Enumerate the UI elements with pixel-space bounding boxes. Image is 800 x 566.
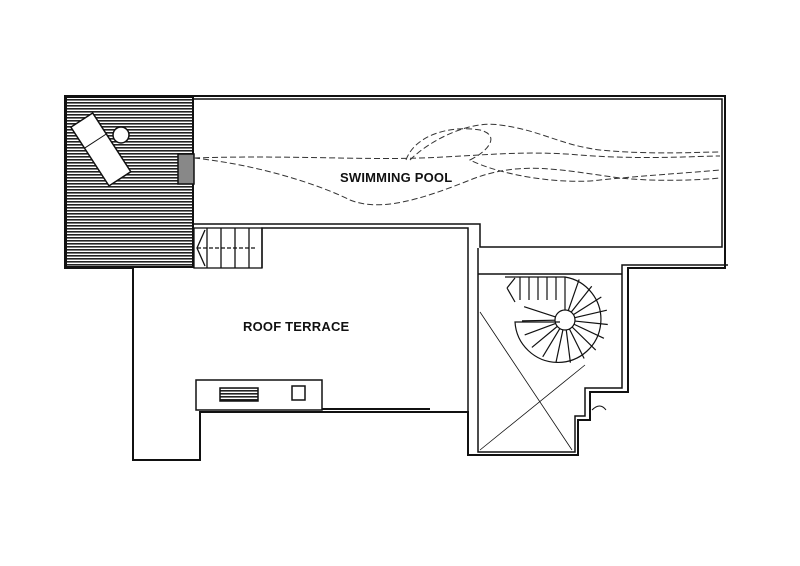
stair-tread <box>523 306 556 318</box>
stair-tread <box>574 320 608 326</box>
stair-tread <box>524 322 556 336</box>
side-table <box>112 126 130 144</box>
swim-path-lines <box>193 123 721 206</box>
stair-tread <box>568 328 585 359</box>
stair-tread <box>571 326 597 351</box>
stair-tread <box>542 328 561 358</box>
sun-lounger <box>69 111 132 187</box>
kitchen-counter <box>195 379 430 411</box>
pool-inner-edge <box>193 98 723 248</box>
stairwell-wall <box>477 248 728 453</box>
stair-tread <box>574 309 608 319</box>
straight-stairs <box>193 227 263 269</box>
pool-ladder <box>177 153 195 185</box>
stair-tread <box>531 325 558 348</box>
stair-tread <box>570 285 593 313</box>
pool-outer-wall <box>64 95 726 461</box>
stair-tread <box>521 319 556 322</box>
void-cross <box>479 311 586 451</box>
stair-tread <box>567 279 580 311</box>
door-swing <box>591 405 607 411</box>
pool-label: SWIMMING POOL <box>340 170 453 185</box>
stair-tread <box>555 329 564 363</box>
stair-tread <box>565 329 571 363</box>
stair-tread <box>573 323 605 339</box>
spiral-stairs <box>505 276 608 364</box>
stair-tread <box>573 296 602 316</box>
terrace-label: ROOF TERRACE <box>243 319 350 334</box>
